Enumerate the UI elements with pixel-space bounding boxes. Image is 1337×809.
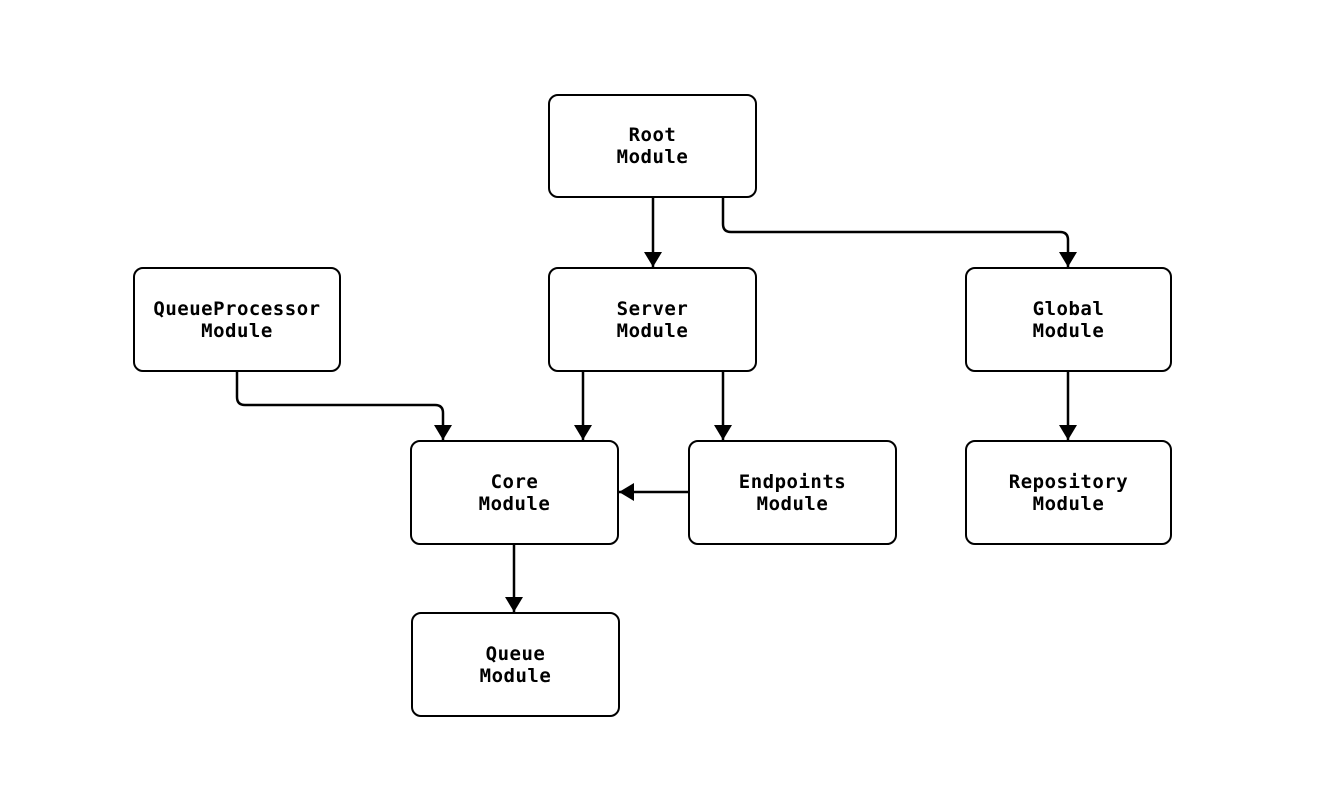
node-label-line: Module bbox=[201, 319, 273, 342]
node-label-line: Module bbox=[756, 492, 829, 515]
node-label-line: Module bbox=[479, 664, 552, 687]
arrowhead-root-to-server bbox=[644, 252, 662, 267]
node-label-line: Module bbox=[478, 492, 551, 515]
edge-queueprocessor-to-core bbox=[235, 372, 445, 440]
node-label-line: Root bbox=[628, 124, 677, 146]
node-label-line: QueueProcessor bbox=[153, 297, 321, 320]
node-label-line: Core bbox=[490, 470, 539, 493]
arrowhead-server-to-endpoints bbox=[714, 425, 732, 440]
node-label-line: Module bbox=[1032, 319, 1105, 342]
arrowhead-root-to-global bbox=[1059, 252, 1077, 267]
node-label-line: Endpoints bbox=[738, 470, 847, 493]
arrowhead-queueprocessor-to-core bbox=[434, 425, 452, 440]
node-label-line: Global bbox=[1032, 297, 1105, 320]
node-label-line: Module bbox=[1032, 492, 1105, 515]
arrowhead-core-to-queue bbox=[505, 597, 523, 612]
node-label-line: Server bbox=[616, 297, 689, 320]
arrowhead-endpoints-to-core bbox=[619, 483, 634, 501]
node-label-line: Module bbox=[616, 146, 689, 168]
edge-root-to-global bbox=[721, 198, 1070, 267]
node-label-line: Repository bbox=[1008, 470, 1129, 493]
arrowhead-global-to-repository bbox=[1059, 425, 1077, 440]
node-label-line: Module bbox=[616, 319, 689, 342]
arrowhead-server-to-core bbox=[574, 425, 592, 440]
node-label-line: Queue bbox=[485, 642, 546, 665]
